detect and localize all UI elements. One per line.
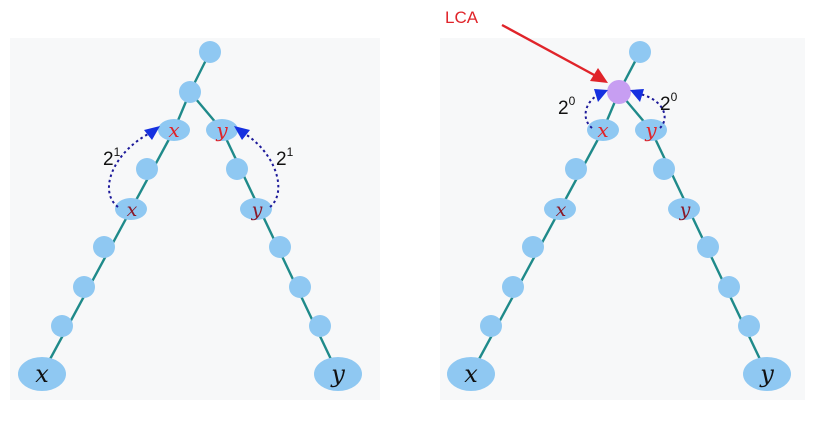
jump-label-right-base: 2 bbox=[276, 149, 287, 170]
tree-node bbox=[289, 276, 311, 298]
node-x-mid bbox=[544, 198, 576, 220]
node-y-top bbox=[206, 119, 238, 141]
node-x-top bbox=[158, 119, 190, 141]
jump-label-left: 21 bbox=[103, 145, 121, 170]
tree-node bbox=[309, 315, 331, 337]
node-y-mid bbox=[668, 198, 700, 220]
jump-label-left: 20 bbox=[558, 94, 576, 119]
jump-arrowhead-right bbox=[234, 126, 250, 140]
label-x-bottom: x bbox=[464, 360, 478, 388]
jump-label-right-exp: 0 bbox=[671, 90, 678, 104]
tree-node bbox=[73, 276, 95, 298]
label-y-top: y bbox=[215, 118, 228, 142]
jump-label-right-base: 2 bbox=[660, 94, 671, 115]
jump-arrowhead-right bbox=[630, 89, 644, 102]
node-x-top bbox=[587, 119, 619, 141]
jump-label-left-exp: 1 bbox=[114, 145, 121, 159]
tree-node bbox=[653, 158, 675, 180]
label-x-top: x bbox=[597, 118, 608, 142]
node-y-bottom bbox=[314, 357, 362, 391]
tree-node bbox=[565, 158, 587, 180]
tree-node bbox=[697, 236, 719, 258]
tree-node bbox=[522, 236, 544, 258]
tree-node bbox=[629, 41, 651, 63]
jump-label-left-exp: 0 bbox=[569, 94, 576, 108]
jump-label-left-base: 2 bbox=[103, 149, 114, 170]
lca-label: LCA bbox=[445, 8, 479, 27]
node-y-mid bbox=[240, 198, 272, 220]
jump-arrowhead-left bbox=[594, 89, 608, 102]
label-y-top: y bbox=[644, 118, 657, 142]
tree-node bbox=[269, 236, 291, 258]
jump-arrowhead-left bbox=[144, 126, 160, 140]
label-y-bottom: y bbox=[759, 360, 774, 388]
tree-node bbox=[199, 41, 221, 63]
label-x-bottom: x bbox=[35, 360, 49, 388]
label-y-bottom: y bbox=[330, 360, 345, 388]
node-x-mid bbox=[115, 198, 147, 220]
node-x-bottom bbox=[18, 357, 66, 391]
node-y-top bbox=[635, 119, 667, 141]
lca-node bbox=[607, 80, 631, 104]
jump-label-right: 20 bbox=[660, 90, 678, 115]
lca-pointer-arrowhead bbox=[590, 68, 608, 83]
jump-label-left-base: 2 bbox=[558, 98, 569, 119]
node-y-bottom bbox=[743, 357, 791, 391]
jump-arrow-right bbox=[241, 131, 280, 208]
tree-node bbox=[718, 276, 740, 298]
label-x-mid: x bbox=[556, 199, 567, 221]
node-x-bottom bbox=[447, 357, 495, 391]
label-x-mid: x bbox=[127, 199, 138, 221]
lca-pointer-arrow bbox=[501, 23, 597, 78]
tree-node bbox=[480, 315, 502, 337]
tree-node bbox=[226, 158, 248, 180]
tree-node bbox=[179, 81, 201, 103]
jump-label-right-exp: 1 bbox=[287, 145, 294, 159]
label-y-mid: y bbox=[251, 199, 263, 221]
jump-arrow-left bbox=[108, 131, 153, 208]
tree-node bbox=[502, 276, 524, 298]
tree-node bbox=[93, 236, 115, 258]
label-y-mid: y bbox=[679, 199, 691, 221]
right-tree: x y x y x y 20 20 LCA bbox=[445, 8, 791, 391]
tree-node bbox=[51, 315, 73, 337]
tree-node bbox=[136, 158, 158, 180]
tree-node bbox=[738, 315, 760, 337]
left-tree: x y x y x y 21 21 bbox=[18, 41, 362, 391]
label-x-top: x bbox=[168, 118, 179, 142]
jump-label-right: 21 bbox=[276, 145, 294, 170]
